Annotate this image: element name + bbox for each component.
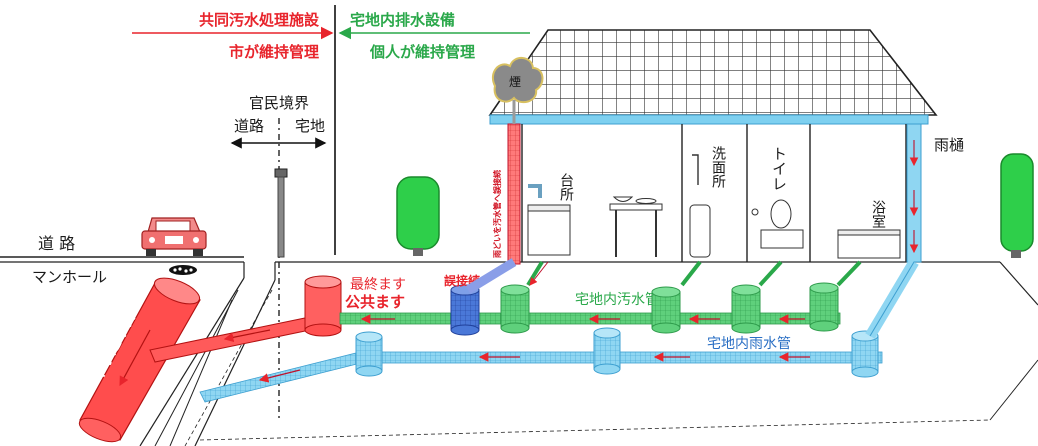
ground xyxy=(0,256,1038,446)
sewage-masu xyxy=(651,286,681,334)
sewage-masu xyxy=(731,284,761,334)
house-roof xyxy=(488,29,938,116)
private-facility-label: 宅地内排水設備 xyxy=(350,11,455,29)
house: 雨どいを汚水管へ誤接続 xyxy=(465,29,938,339)
kitchen-sink-icon xyxy=(526,184,571,287)
svg-text:浴室: 浴室 xyxy=(870,200,886,228)
road-label: 道 路 xyxy=(38,234,75,253)
public-final-masu xyxy=(304,275,342,337)
public-masu-label: 公共ます xyxy=(345,293,405,311)
rain-masu xyxy=(851,330,879,378)
lateral-flow-arrow xyxy=(223,329,271,343)
washbasin-icon xyxy=(680,154,711,287)
individual-managed-label: 個人が維持管理 xyxy=(369,43,475,61)
rain-masu xyxy=(355,331,383,377)
sewage-masu xyxy=(809,282,839,332)
tree-icon-left xyxy=(396,176,440,256)
room-label-kitchen: 台所 xyxy=(558,173,574,201)
private-responsibility-group: 宅地内排水設備 個人が維持管理 xyxy=(338,11,530,61)
kitchen-table-icon xyxy=(609,196,663,257)
boundary-post xyxy=(277,176,285,258)
public-facility-label: 共同汚水処理施設 xyxy=(199,11,320,29)
boundary-post-cap xyxy=(274,168,288,178)
manhole-cover xyxy=(169,265,197,275)
bathtub-icon xyxy=(836,229,901,287)
eaves-gutter xyxy=(489,114,929,125)
sewage-pipe xyxy=(339,312,841,325)
tree-icon-right xyxy=(1000,153,1034,258)
room-label-toilet: トイレ xyxy=(770,146,788,191)
rain-masu xyxy=(593,327,621,375)
svg-text:トイレ: トイレ xyxy=(770,146,788,191)
rain-pipe-label: 宅地内雨水管 xyxy=(707,336,791,352)
sewage-pipe-label: 宅地内汚水管 xyxy=(575,292,659,308)
smoke-label: 煙 xyxy=(509,75,521,89)
rain-gutter-label: 雨樋 xyxy=(934,136,964,154)
smoke-icon: 煙 xyxy=(491,57,544,124)
car-icon xyxy=(141,217,207,256)
downspout-wrong xyxy=(507,123,521,265)
svg-text:洗面所: 洗面所 xyxy=(710,146,726,188)
wrong-connection-masu xyxy=(450,284,480,336)
sewer-main-pipe: 下水道本管 xyxy=(78,277,201,443)
public-responsibility-group: 共同汚水処理施設 市が維持管理 xyxy=(132,11,334,61)
sewage-masu xyxy=(500,284,530,334)
downspout-wrong-note: 雨どいを汚水管へ誤接続 xyxy=(492,170,502,258)
svg-text:台所: 台所 xyxy=(558,173,574,201)
boundary-lot-label: 宅地 xyxy=(295,117,325,135)
rain-pipe xyxy=(199,351,883,403)
toilet-icon xyxy=(751,199,804,287)
room-label-bath: 浴室 xyxy=(870,200,886,228)
boundary-road-label: 道路 xyxy=(234,117,264,135)
city-managed-label: 市が維持管理 xyxy=(229,43,319,61)
final-masu-label: 最終ます xyxy=(350,277,406,293)
room-label-washroom: 洗面所 xyxy=(710,146,726,188)
manhole-label: マンホール xyxy=(32,268,107,286)
boundary-title: 官民境界 xyxy=(249,94,309,112)
public-private-boundary: 官民境界 道路 宅地 xyxy=(230,94,327,420)
